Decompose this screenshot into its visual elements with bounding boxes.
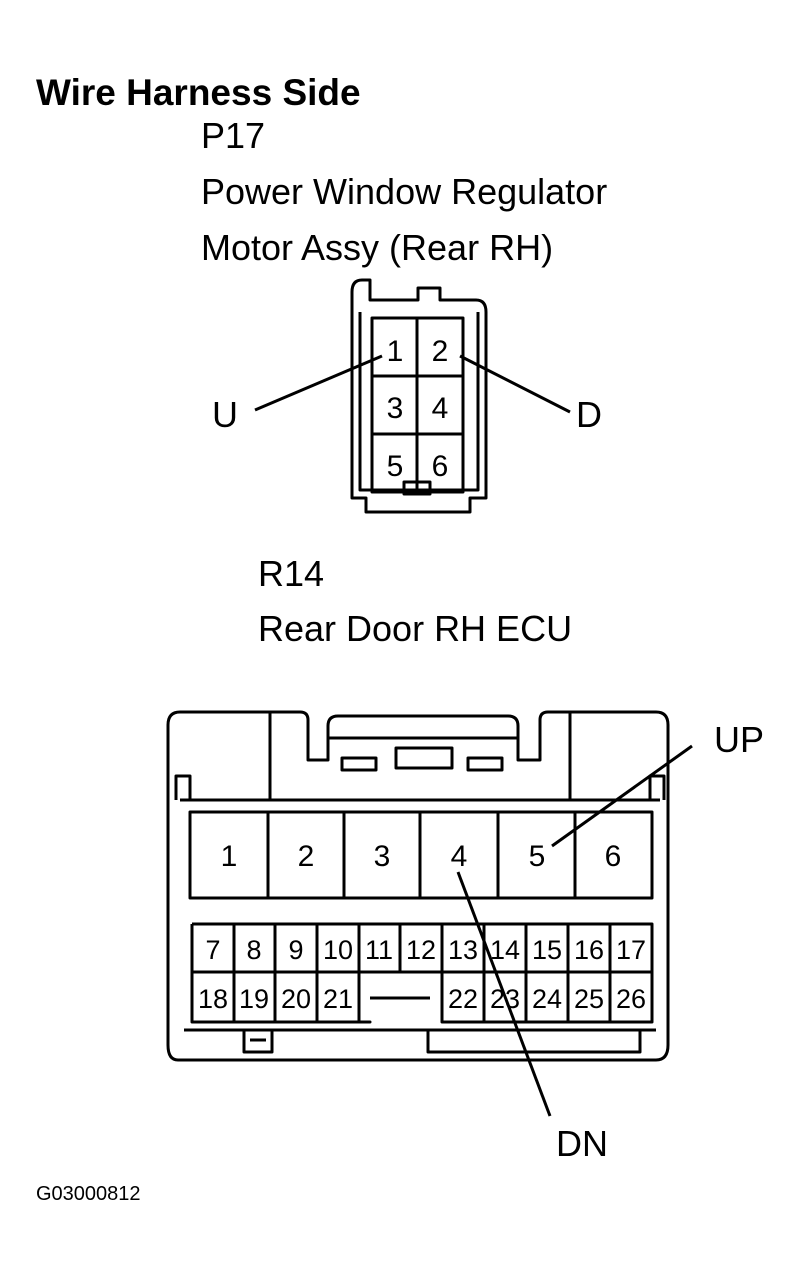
- callout-d: D: [576, 394, 602, 435]
- p17-pin-5: 5: [387, 450, 404, 483]
- r14-pin-16: 16: [574, 935, 604, 965]
- connector1-body: [350, 278, 488, 514]
- leader-d: [459, 354, 571, 414]
- r14-pin-24: 24: [532, 984, 562, 1014]
- r14-pin-15: 15: [532, 935, 562, 965]
- leader-u: [254, 354, 383, 412]
- r14-pin-8: 8: [246, 935, 261, 965]
- connector1-name-line2: Motor Assy (Rear RH): [201, 227, 554, 268]
- p17-pin-6: 6: [432, 450, 449, 483]
- callout-up: UP: [714, 719, 764, 760]
- r14-pin-2: 2: [298, 840, 315, 873]
- r14-pin-19: 19: [239, 984, 269, 1014]
- connector1-code: P17: [201, 115, 266, 156]
- r14-pin-4: 4: [451, 840, 468, 873]
- r14-pin-7: 7: [205, 935, 220, 965]
- connector2-name: Rear Door RH ECU: [258, 608, 573, 649]
- r14-pin-13: 13: [448, 935, 478, 965]
- r14-pin-25: 25: [574, 984, 604, 1014]
- r14-pin-11: 11: [365, 935, 393, 965]
- r14-pin-14: 14: [490, 935, 520, 965]
- callout-u: U: [212, 394, 238, 435]
- r14-pin-6: 6: [605, 840, 622, 873]
- r14-pin-12: 12: [406, 935, 436, 965]
- r14-pin-5: 5: [529, 840, 546, 873]
- leader-dn: [456, 871, 552, 1117]
- diagram-heading: Wire Harness Side: [36, 72, 361, 113]
- r14-pin-26: 26: [616, 984, 646, 1014]
- r14-pin-23: 23: [490, 984, 520, 1014]
- leader-up: [551, 744, 693, 848]
- callout-dn: DN: [556, 1123, 608, 1164]
- connector2-body: [166, 710, 670, 1062]
- r14-pin-17: 17: [616, 935, 646, 965]
- p17-pin-3: 3: [387, 392, 404, 425]
- p17-pin-4: 4: [432, 392, 449, 425]
- r14-pin-9: 9: [288, 935, 303, 965]
- r14-pin-20: 20: [281, 984, 311, 1014]
- r14-pin-21: 21: [323, 984, 353, 1014]
- connector2-code: R14: [258, 553, 325, 594]
- r14-pin-1: 1: [221, 840, 238, 873]
- connector1-name-line1: Power Window Regulator: [201, 171, 608, 212]
- r14-pin-22: 22: [448, 984, 478, 1014]
- r14-pin-3: 3: [374, 840, 391, 873]
- p17-pin-1: 1: [387, 335, 404, 368]
- r14-pin-10: 10: [323, 935, 353, 965]
- p17-pin-2: 2: [432, 335, 449, 368]
- r14-pin-18: 18: [198, 984, 228, 1014]
- figure-id: G03000812: [36, 1183, 141, 1205]
